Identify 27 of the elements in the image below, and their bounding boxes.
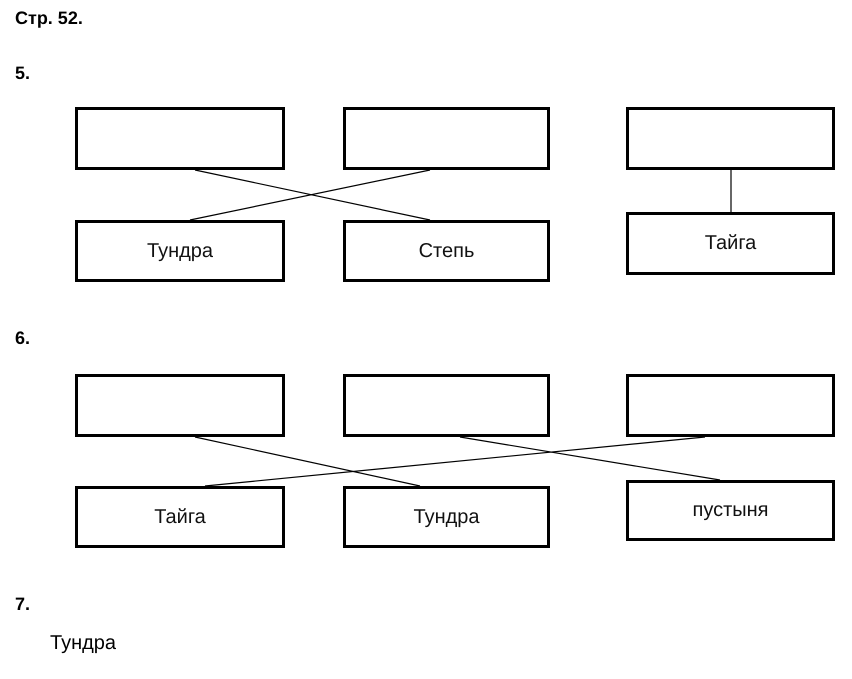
box-label: Тайга: [154, 506, 206, 528]
empty-answer-box: [626, 107, 835, 170]
empty-answer-box: [343, 107, 550, 170]
connector-line: [460, 436, 720, 481]
heading-label: 6.: [15, 328, 30, 349]
box-label: пустыня: [692, 499, 768, 522]
answer-word: Тундра: [50, 632, 116, 655]
empty-answer-box: [343, 374, 550, 437]
heading-label: Стр. 52.: [15, 8, 83, 29]
answer-box: [626, 480, 835, 541]
answer-box: [75, 220, 285, 282]
connector-line: [204, 436, 706, 487]
heading-label: 5.: [15, 63, 30, 84]
empty-answer-box: [75, 107, 285, 170]
box-label: Тундра: [146, 240, 214, 262]
answer-box: [626, 212, 835, 275]
box-label: Тайга: [704, 232, 756, 255]
empty-answer-box: [626, 374, 835, 437]
answer-box: [343, 220, 550, 282]
empty-answer-box: [75, 374, 285, 437]
connector-line: [194, 436, 420, 487]
heading-label: 7.: [15, 594, 30, 615]
connector-line: [730, 170, 732, 212]
answer-box: [75, 486, 285, 548]
box-label: Степь: [418, 240, 474, 262]
box-label: Тундра: [413, 506, 480, 528]
answer-box: [343, 486, 550, 548]
